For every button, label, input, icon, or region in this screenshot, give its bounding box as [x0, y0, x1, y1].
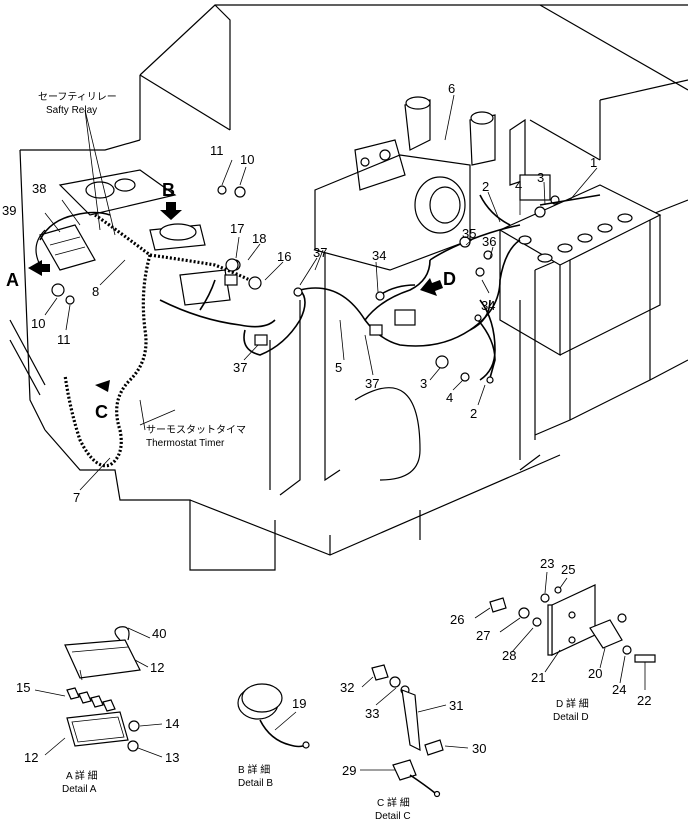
detail-A-part-40: 40 — [152, 626, 166, 641]
callout-4: 4 — [446, 390, 453, 405]
callout-1: 1 — [590, 155, 597, 170]
arrow-D-icon — [420, 278, 443, 296]
callout-4: 4 — [515, 178, 522, 193]
detail-B-title-jp: B 詳 細 — [238, 763, 270, 776]
callout-10: 10 — [31, 316, 45, 331]
callout-2: 2 — [470, 406, 477, 421]
callout-37: 37 — [313, 245, 327, 260]
view-label-C: C — [95, 402, 108, 422]
detail-D-title-en: Detail D — [553, 712, 589, 723]
relay-label-jp: セーフティリレー — [38, 91, 117, 103]
view-label-A: A — [6, 270, 19, 290]
detail-A-title-jp: A 詳 細 — [66, 769, 98, 782]
callout-38: 38 — [32, 181, 46, 196]
callout-35: 35 — [462, 226, 476, 241]
callout-16: 16 — [277, 249, 291, 264]
detail-D-part-28: 28 — [502, 648, 516, 663]
callout-34: 34 — [481, 298, 495, 313]
wiring-harness — [39, 194, 601, 468]
detail-D-part-25: 25 — [561, 562, 575, 577]
detail-B-title-en: Detail B — [238, 778, 273, 789]
detail-D-part-24: 24 — [612, 682, 626, 697]
callout-11: 11 — [57, 332, 71, 347]
leader-lines — [44, 94, 598, 491]
instrument-panel — [35, 169, 231, 306]
view-arrows — [28, 202, 443, 392]
detail-B-part-19: 19 — [292, 696, 306, 711]
callout-numbers: 1 2 3 4 5 6 7 8 10 11 16 17 18 34 35 36 … — [2, 81, 597, 505]
detail-D: 23 25 26 27 28 21 20 24 22 D 詳 細 Detail … — [450, 556, 656, 723]
callout-17: 17 — [230, 221, 244, 236]
arrow-C-icon — [95, 380, 110, 392]
battery — [498, 184, 662, 357]
detail-D-title-jp: D 詳 細 — [556, 697, 589, 710]
detail-D-part-23: 23 — [540, 556, 554, 571]
detail-C-title-en: Detail C — [375, 811, 411, 822]
callout-3: 3 — [420, 376, 427, 391]
detail-C-part-33: 33 — [365, 706, 379, 721]
callout-3: 3 — [537, 170, 544, 185]
arrow-A-icon — [28, 260, 50, 276]
detail-A-part-15: 15 — [16, 680, 30, 695]
callout-18: 18 — [252, 231, 266, 246]
detail-C-part-30: 30 — [472, 741, 486, 756]
timer-label-jp: サーモスタットタイマ — [146, 424, 246, 436]
engine-block — [314, 96, 526, 271]
detail-C-part-31: 31 — [449, 698, 463, 713]
detail-D-part-27: 27 — [476, 628, 490, 643]
detail-D-part-21: 21 — [531, 670, 545, 685]
callout-36: 36 — [482, 234, 496, 249]
detail-A-part-12b: 12 — [24, 750, 38, 765]
detail-A-part-14: 14 — [165, 716, 179, 731]
machine-body — [9, 4, 688, 571]
detail-B: 19 B 詳 細 Detail B — [237, 683, 310, 789]
callout-5: 5 — [335, 360, 342, 375]
view-label-B: B — [162, 180, 175, 200]
callout-37: 37 — [233, 360, 247, 375]
arrow-B-icon — [160, 202, 182, 220]
detail-D-part-22: 22 — [637, 693, 651, 708]
detail-C: 32 33 31 30 29 C 詳 細 Detail C — [340, 664, 486, 822]
detail-C-part-32: 32 — [340, 680, 354, 695]
hardware-bolts — [51, 185, 493, 382]
detail-A-title-en: Detail A — [62, 784, 97, 795]
detail-A-part-13: 13 — [165, 750, 179, 765]
callout-2: 2 — [482, 179, 489, 194]
callout-37: 37 — [365, 376, 379, 391]
callout-11: 11 — [210, 143, 224, 158]
detail-C-title-jp: C 詳 細 — [377, 796, 410, 809]
callout-39: 39 — [2, 203, 16, 218]
detail-A-part-12: 12 — [150, 660, 164, 675]
detail-D-part-26: 26 — [450, 612, 464, 627]
detail-C-part-29: 29 — [342, 763, 356, 778]
detail-D-part-20: 20 — [588, 666, 602, 681]
callout-6: 6 — [448, 81, 455, 96]
callout-8: 8 — [92, 284, 99, 299]
timer-label-en: Thermostat Timer — [146, 438, 225, 449]
detail-A: 40 12 15 14 13 12 A 詳 細 Detail A — [16, 626, 179, 795]
callout-34: 34 — [372, 248, 386, 263]
relay-label-en: Safty Relay — [46, 105, 97, 116]
view-label-D: D — [443, 269, 456, 289]
callout-10: 10 — [240, 152, 254, 167]
callout-7: 7 — [73, 490, 80, 505]
